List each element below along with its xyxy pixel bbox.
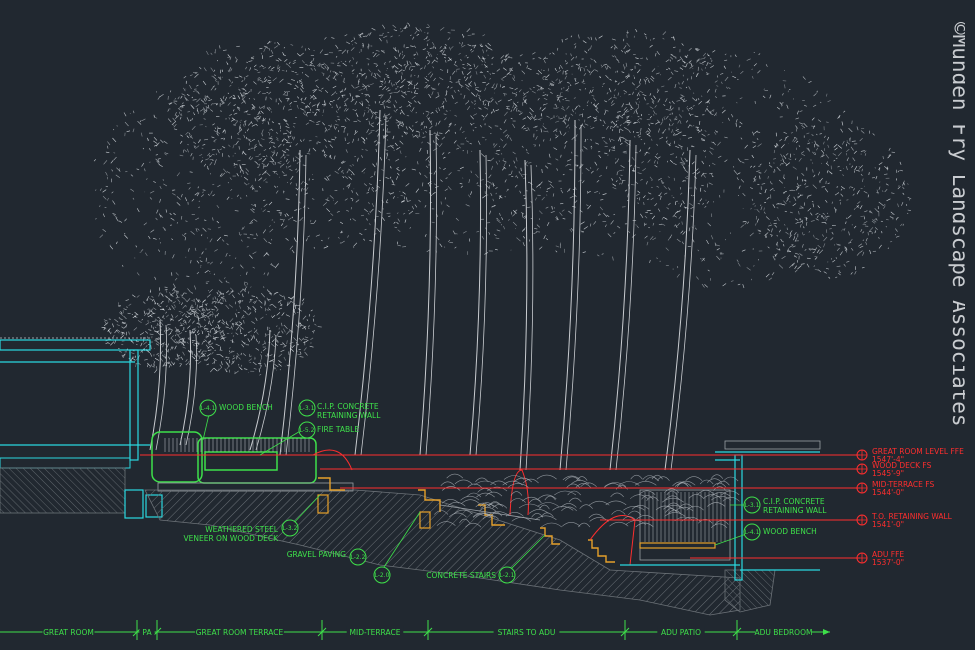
tag-text: L-5.2 (300, 427, 315, 434)
credit-text: ©Munden Fry Landscape Associates (948, 22, 965, 427)
callout-label: GRAVEL PAVING (287, 550, 346, 559)
tag-text: L-2.2 (351, 554, 366, 561)
adu-structure (620, 440, 821, 581)
zone-tick-mark (423, 627, 433, 637)
zone-label-bg (346, 626, 404, 637)
callout-label: RETAINING WALL (317, 411, 381, 420)
zone-label: GREAT ROOM (43, 628, 94, 637)
zone-dimension-line: GREAT ROOM PA GREAT ROOM TERRACE MID-TERRAC… (0, 620, 830, 640)
tag-text: L-4.1 (745, 529, 760, 536)
zone-label: STAIRS TO ADU (498, 628, 556, 637)
tag-text: L-2.1 (500, 572, 515, 579)
tree-canopy-group (93, 22, 912, 471)
callout-wood-bench-left: L-4.1 WOOD BENCH (199, 399, 273, 441)
callout-label: FIRE TABLE (317, 425, 359, 434)
zone-tick-mark (317, 627, 327, 637)
callout-label: WEATHERED STEEL (205, 525, 279, 534)
callout-label: WOOD BENCH (763, 527, 817, 536)
zone-label-bg (657, 626, 705, 637)
zone-label-bg (139, 626, 155, 637)
elevation-value: 1541'-0" (872, 520, 904, 529)
ground-mass (144, 489, 776, 616)
elevation-value: 1545'-9" (872, 469, 904, 478)
callout-gravel-paving: L-2.2 GRAVEL PAVING (287, 548, 367, 566)
elevation-name: T.O. RETAINING WALL (871, 512, 953, 521)
callout-label: VENEER ON WOOD DECK (183, 534, 279, 543)
elevation-value: 1547'-4" (872, 455, 904, 464)
zone-label: MID-TERRACE (350, 628, 401, 637)
elevation-value: 1537'-0" (872, 558, 904, 567)
callout-label: WOOD BENCH (219, 403, 273, 412)
zone-label-bg (195, 626, 284, 637)
elevation-name: GREAT ROOM LEVEL FFE (872, 447, 964, 456)
tag-text: L-3.1 (745, 502, 760, 509)
credit-watermark: ©Munden Fry Landscape Associates (948, 22, 965, 427)
tag-text: L-3.2 (283, 525, 298, 532)
zone-tick-mark (732, 627, 742, 637)
terrace-structure (140, 431, 354, 492)
elevation-name: ADU FFE (872, 550, 904, 559)
callout-label: C.I.P. CONCRETE (317, 402, 379, 411)
callout-unlabeled-tag: L-2.0 (373, 511, 421, 584)
zone-label: ADU PATIO (661, 628, 701, 637)
callout-cip-wall-upper: L-3.1 C.I.P. CONCRETE RETAINING WALL (298, 399, 381, 420)
zone-label-bg (755, 626, 812, 637)
zone-label: GREAT ROOM TERRACE (196, 628, 284, 637)
tag-text: L-3.1 (300, 405, 315, 412)
callout-label: C.I.P. CONCRETE (763, 497, 825, 506)
elevation-value: 1544'-0" (872, 488, 904, 497)
zone-label: ADU BEDROOM (755, 628, 813, 637)
callout-wood-bench-right: L-4.1 WOOD BENCH (714, 523, 817, 546)
elevation-name: WOOD DECK FS (872, 461, 932, 470)
callout-fire-table: L-5.2 FIRE TABLE (259, 421, 359, 456)
callout-label: RETAINING WALL (763, 506, 827, 515)
callout-weathered-steel: L-3.2 WEATHERED STEEL VENEER ON WOOD DEC… (183, 494, 321, 543)
callout-label: CONCRETE STAIRS (426, 571, 496, 580)
zone-label-bg (493, 626, 560, 637)
tag-text: L-2.0 (375, 572, 390, 579)
zone-label: PA (142, 628, 152, 637)
zone-label-bg (42, 626, 95, 637)
callout-concrete-stairs: L-2.1 CONCRETE STAIRS (426, 534, 546, 584)
tag-text: L-4.1 (201, 405, 216, 412)
zone-tick-mark (620, 627, 630, 637)
great-room-structure (0, 337, 163, 519)
elevation-name: MID-TERRACE FS (872, 480, 934, 489)
callout-cip-wall-right: L-3.1 C.I.P. CONCRETE RETAINING WALL (730, 496, 827, 515)
